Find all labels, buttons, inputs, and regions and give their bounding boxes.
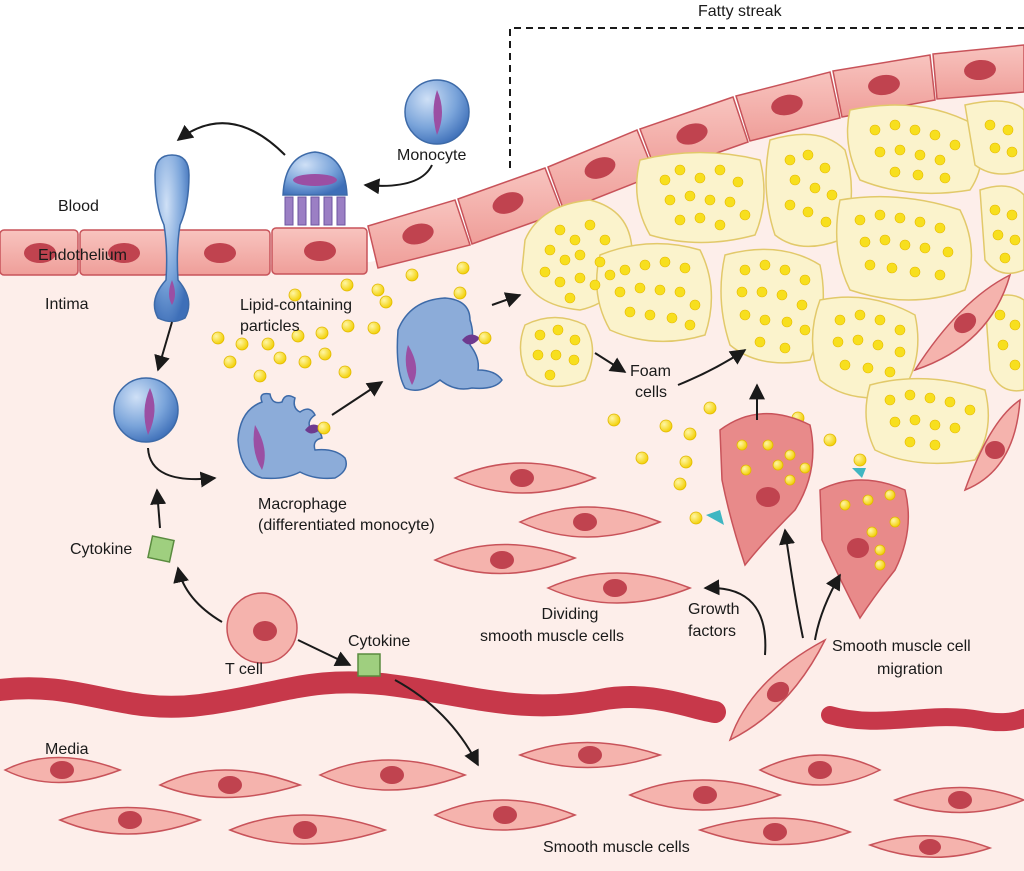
macrophage-label-line2: (differentiated monocyte)	[258, 517, 435, 534]
cytokine-square-left	[147, 535, 175, 563]
dividing-smc-label-line1: Dividing	[541, 606, 599, 623]
t-cell-label: T cell	[225, 661, 263, 678]
internal-elastic-lamina	[0, 671, 726, 723]
foam-cells-label-line2: cells	[635, 384, 668, 401]
smc-migration-label-line2: migration	[877, 661, 943, 678]
smooth-muscle-cells-label: Smooth muscle cells	[543, 839, 690, 856]
foam-cells-label-line1: Foam	[630, 363, 671, 380]
lipid-particles	[211, 261, 867, 525]
endothelium-label: Endothelium	[38, 247, 127, 264]
monocyte-label: Monocyte	[397, 147, 467, 164]
fatty-streak-label: Fatty streak	[698, 3, 782, 20]
monocyte-in-blood	[404, 79, 470, 145]
lipid-particles-label-line1: Lipid-containing	[240, 297, 353, 314]
growth-factors-label-line1: Growth	[688, 601, 740, 618]
cytokine-square-center	[357, 653, 381, 677]
foam-cell-lipid-droplets	[532, 119, 1021, 451]
growth-factors-label-line2: factors	[688, 623, 737, 640]
media-label: Media	[45, 741, 89, 758]
internal-elastic-lamina-right	[821, 706, 1024, 732]
t-cell	[226, 592, 298, 664]
media-smooth-muscle-cells	[3, 741, 1024, 858]
cytokine-label-center: Cytokine	[348, 633, 411, 650]
dividing-smooth-muscle-cells	[433, 462, 693, 604]
smc-migration-label-line1: Smooth muscle cell	[832, 638, 971, 655]
lipid-laden-smooth-muscle-cells	[706, 412, 910, 620]
activated-macrophage	[396, 297, 503, 391]
transmigrating-monocyte	[153, 154, 190, 323]
endothelium	[0, 44, 1024, 276]
intima-monocyte	[113, 377, 179, 443]
dividing-smc-label-line2: smooth muscle cells	[480, 628, 625, 645]
process-arrows	[147, 122, 841, 767]
macrophage-label-line1: Macrophage	[258, 496, 347, 513]
lipid-particles-label-line2: particles	[240, 318, 300, 335]
migrating-smooth-muscle-cells	[728, 273, 1021, 742]
blood-label: Blood	[58, 198, 99, 215]
macrophage-cell	[237, 392, 347, 480]
adhering-monocyte	[282, 151, 348, 226]
cytokine-label-left: Cytokine	[70, 541, 133, 558]
fatty-streak-bracket	[509, 27, 1024, 168]
intima-label: Intima	[45, 296, 89, 313]
